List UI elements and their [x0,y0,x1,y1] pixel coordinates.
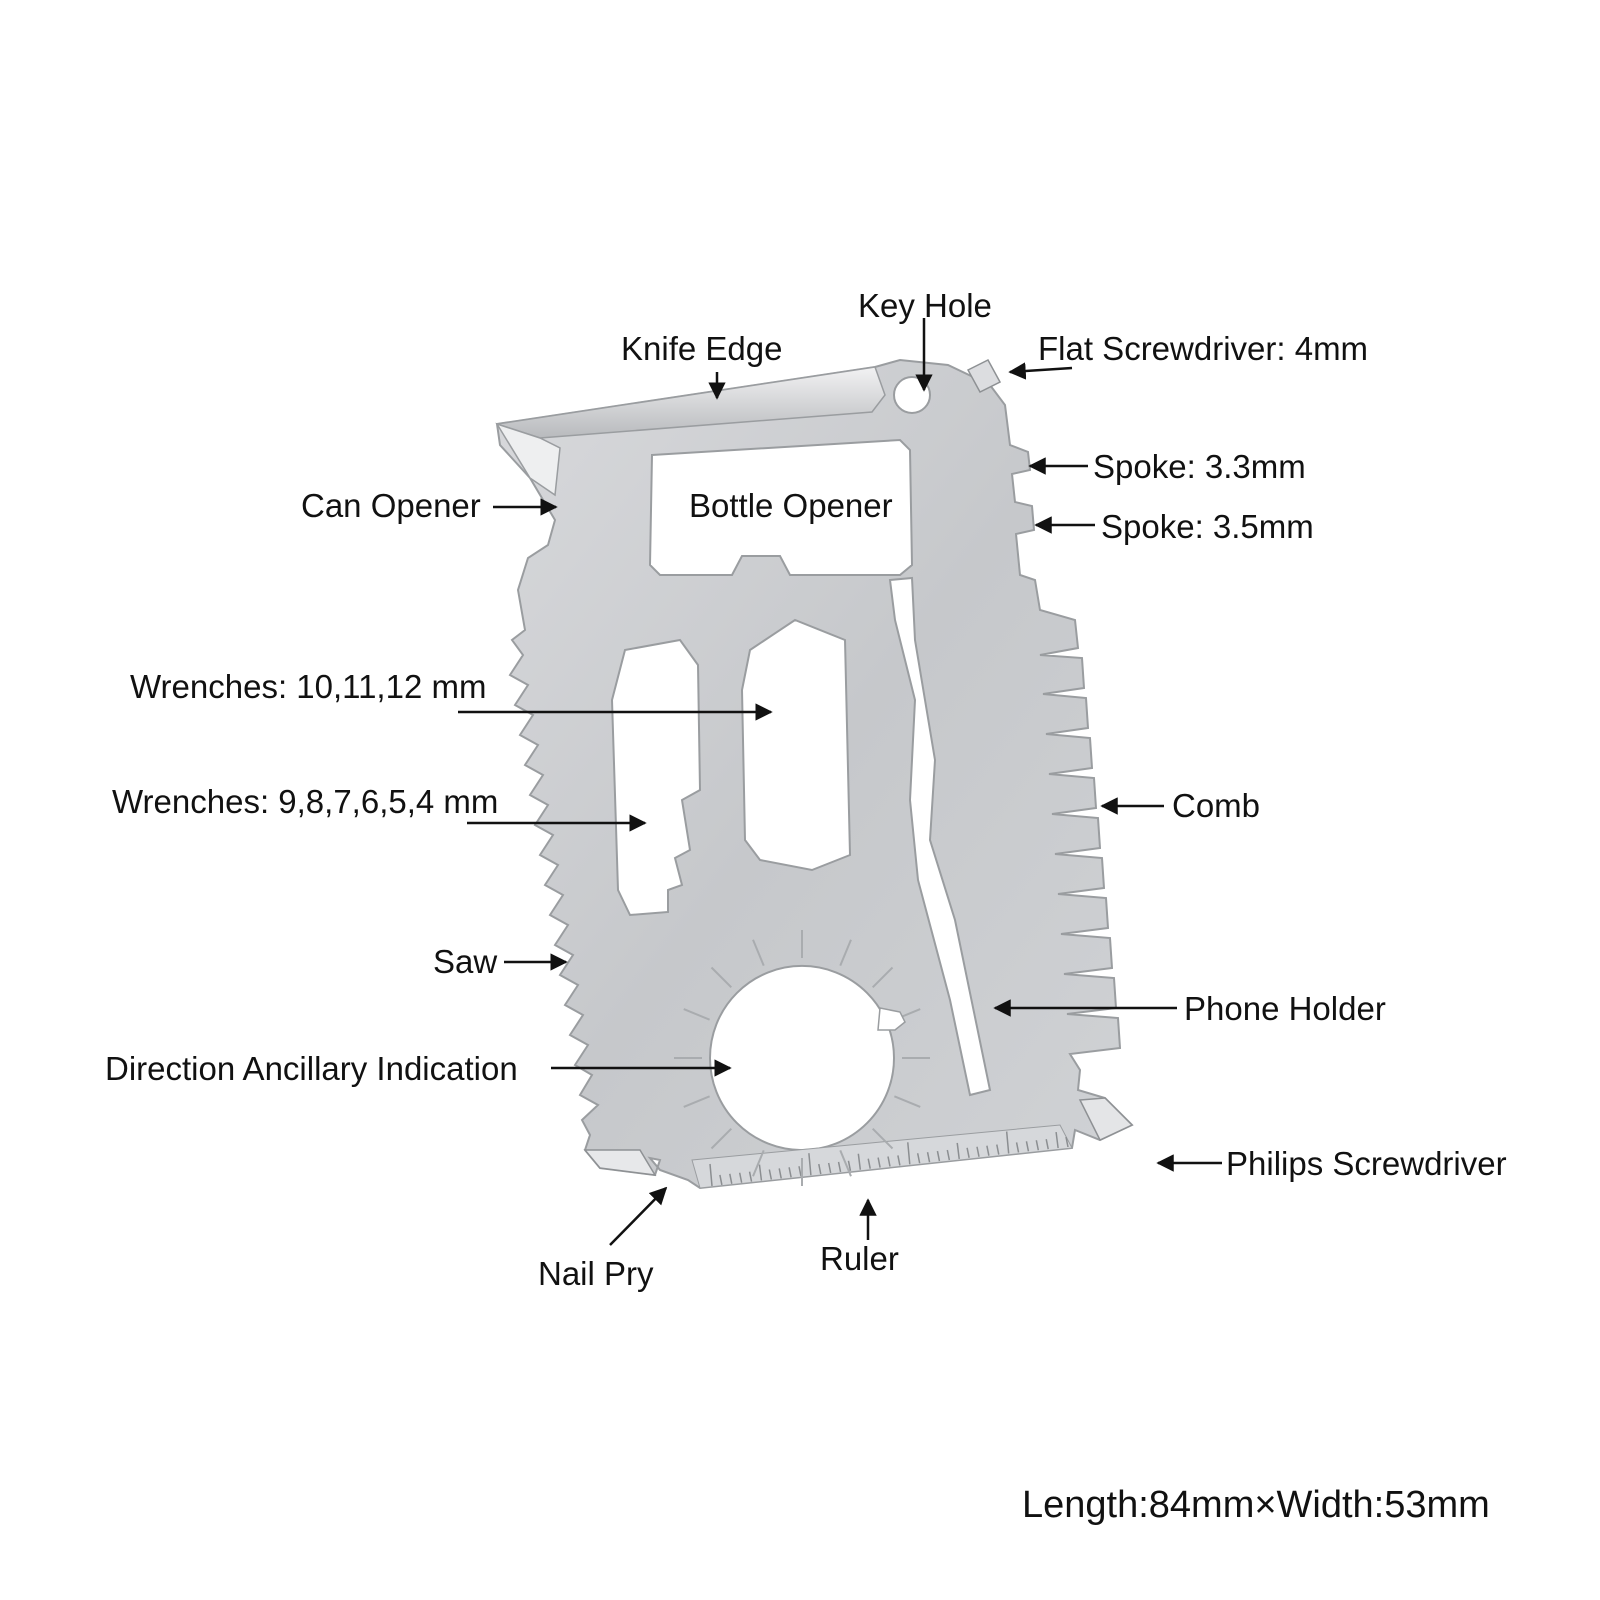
ruler-ticks [709,1131,1069,1187]
ruler-tick [956,1142,960,1160]
philips-tip-bevel [1078,1097,1134,1141]
label-bottle-opener: Bottle Opener [689,487,893,524]
ruler-strip [691,1124,1073,1189]
nail-pry-bevel [583,1149,657,1176]
ruler-tick [827,1162,832,1174]
ruler-tick [1055,1131,1059,1149]
leader-lines [458,318,1222,1246]
ruler-tick [1035,1140,1040,1151]
label-wrenches-small: Wrenches: 9,8,7,6,5,4 mm [112,783,499,820]
compass-ray [839,939,852,966]
label-flat-screwdriver: Flat Screwdriver: 4mm [1038,330,1369,367]
ruler-tick [729,1173,733,1184]
ruler-tick [808,1153,812,1176]
compass-ray [894,1095,921,1108]
compass-ray [683,1095,710,1108]
ruler-tick [818,1163,822,1175]
arrow-flat-screwdriver [1008,362,1073,380]
can-opener-bevel [495,422,561,497]
ruler-tick [709,1163,713,1187]
label-can-opener: Can Opener [301,487,481,524]
ruler-tick [946,1149,951,1161]
label-knife-edge: Knife Edge [621,330,783,367]
dimensions-caption: Length:84mm×Width:53mm [1022,1484,1490,1526]
ruler-tick [996,1144,1000,1155]
ruler-tick [966,1147,970,1158]
compass-ray [872,1128,894,1150]
ruler-tick [986,1145,990,1156]
ruler-tick [778,1168,782,1179]
ruler-tick [738,1172,743,1183]
ruler-tick [887,1156,891,1167]
ruler-tick [1015,1142,1020,1153]
ruler-tick [719,1174,723,1186]
compass-ray [872,966,894,988]
compass-ray [683,1008,710,1021]
compass-ray [710,966,732,988]
compass-rays [674,930,930,1186]
label-key-hole: Key Hole [858,287,992,324]
ruler-tick [1065,1136,1069,1148]
label-nail-pry: Nail Pry [538,1255,654,1292]
ruler-tick [798,1166,802,1177]
label-spoke-35: Spoke: 3.5mm [1101,508,1314,545]
compass-notch [877,1007,906,1031]
ruler-tick [748,1171,753,1182]
card-body [495,358,1134,1190]
ruler-tick [867,1158,871,1169]
flat-screwdriver-tip [966,359,1002,393]
compass-ray [752,939,765,966]
compass-ray [752,1150,765,1177]
ruler-tick [768,1169,773,1180]
arrow-nail-pry [609,1186,668,1246]
compass-ray [839,1150,852,1177]
compass-ray [710,1128,732,1150]
label-spoke-33: Spoke: 3.3mm [1093,448,1306,485]
ruler-tick [936,1150,941,1162]
ruler-tick [897,1155,901,1166]
ruler-tick [837,1161,842,1173]
label-phone-holder: Phone Holder [1184,990,1386,1027]
ruler-tick [926,1152,931,1163]
label-direction-indication: Direction Ancillary Indication [105,1050,518,1087]
ruler-tick [976,1146,980,1157]
ruler-tick [1045,1139,1049,1150]
label-ruler: Ruler [820,1240,899,1277]
ruler-tick [916,1153,921,1164]
ruler-tick [758,1164,763,1181]
label-philips-screwdriver: Philips Screwdriver [1226,1145,1507,1182]
ruler-tick [907,1142,911,1165]
label-saw: Saw [433,943,498,980]
ruler-tick [877,1157,881,1168]
ruler-tick [788,1167,792,1178]
label-comb: Comb [1172,787,1261,824]
ruler-tick [1025,1141,1030,1152]
ruler-tick [847,1160,852,1171]
label-wrenches-large: Wrenches: 10,11,12 mm [130,668,487,705]
ruler-tick [1005,1131,1010,1154]
ruler-tick [857,1153,862,1170]
